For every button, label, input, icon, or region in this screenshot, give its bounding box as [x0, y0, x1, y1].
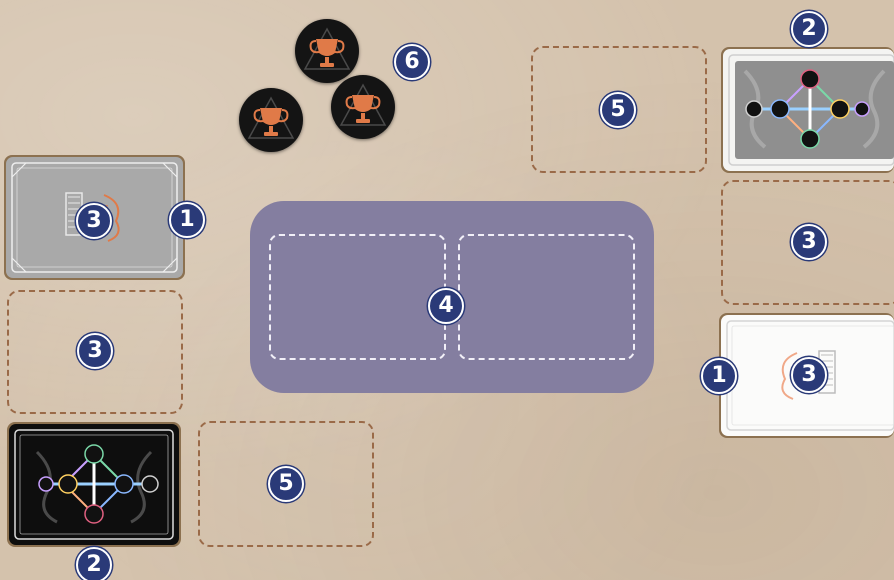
- trophy-token-2[interactable]: [239, 88, 303, 152]
- trophy-token-1[interactable]: [295, 19, 359, 83]
- right-grey-card[interactable]: [721, 47, 894, 173]
- marker-3-right-slot: 3: [791, 224, 827, 260]
- marker-3-left-slot: 3: [77, 333, 113, 369]
- marker-4-center: 4: [428, 288, 464, 324]
- marker-3-right-card: 3: [791, 357, 827, 393]
- trophy-token-3[interactable]: [331, 75, 395, 139]
- marker-5-bottom: 5: [268, 466, 304, 502]
- marker-5-top: 5: [600, 92, 636, 128]
- trophy-token-icon: [331, 75, 395, 139]
- marker-2-top-right: 2: [791, 11, 827, 47]
- trophy-token-icon: [295, 19, 359, 83]
- marker-1-right-card: 1: [701, 358, 737, 394]
- left-black-card[interactable]: [7, 422, 181, 547]
- center-slot-left[interactable]: [269, 234, 446, 360]
- marker-6-trophies: 6: [394, 44, 430, 80]
- marker-1-left-card: 1: [169, 202, 205, 238]
- center-slot-right[interactable]: [458, 234, 635, 360]
- marker-3-left-card: 3: [76, 203, 112, 239]
- trophy-token-icon: [239, 88, 303, 152]
- marker-2-bottom-left: 2: [76, 547, 112, 580]
